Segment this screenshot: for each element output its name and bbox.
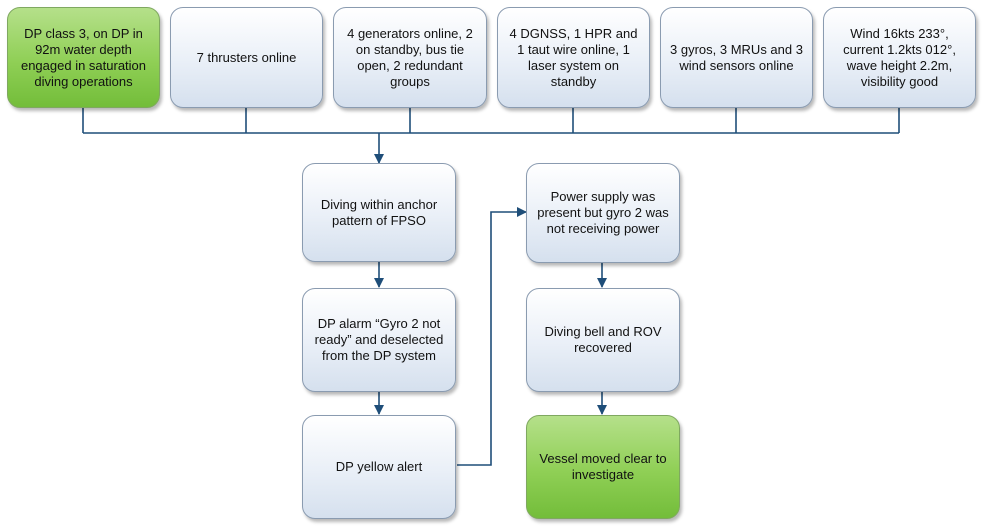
node-diving-bell: Diving bell and ROV recovered xyxy=(526,288,680,392)
node-dgnss: 4 DGNSS, 1 HPR and 1 taut wire online, 1… xyxy=(497,7,650,108)
node-alarm: DP alarm “Gyro 2 not ready” and deselect… xyxy=(302,288,456,392)
node-power-supply: Power supply was present but gyro 2 was … xyxy=(526,163,680,263)
node-alarm-label: DP alarm “Gyro 2 not ready” and deselect… xyxy=(314,316,444,363)
node-vessel-moved: Vessel moved clear to investigate xyxy=(526,415,680,519)
node-anchor: Diving within anchor pattern of FPSO xyxy=(302,163,456,262)
node-dp-class-label: DP class 3, on DP in 92m water depth eng… xyxy=(20,25,147,89)
arrow-yellow-to-power xyxy=(457,207,527,466)
node-thrusters-label: 7 thrusters online xyxy=(196,49,297,65)
node-gyros: 3 gyros, 3 MRUs and 3 wind sensors onlin… xyxy=(660,7,813,108)
node-weather-label: Wind 16kts 233°, current 1.2kts 012°, wa… xyxy=(843,25,956,89)
node-thrusters: 7 thrusters online xyxy=(170,7,323,108)
node-gyros-label: 3 gyros, 3 MRUs and 3 wind sensors onlin… xyxy=(670,41,803,73)
node-anchor-label: Diving within anchor pattern of FPSO xyxy=(320,196,438,228)
node-generators: 4 generators online, 2 on standby, bus t… xyxy=(333,7,487,108)
node-dp-class: DP class 3, on DP in 92m water depth eng… xyxy=(7,7,160,108)
node-dgnss-label: 4 DGNSS, 1 HPR and 1 taut wire online, 1… xyxy=(509,25,638,89)
node-yellow-alert: DP yellow alert xyxy=(302,415,456,519)
node-weather: Wind 16kts 233°, current 1.2kts 012°, wa… xyxy=(823,7,976,108)
node-vessel-moved-label: Vessel moved clear to investigate xyxy=(539,451,667,482)
node-power-supply-label: Power supply was present but gyro 2 was … xyxy=(537,189,669,236)
node-generators-label: 4 generators online, 2 on standby, bus t… xyxy=(347,25,473,89)
node-diving-bell-label: Diving bell and ROV recovered xyxy=(544,324,662,355)
node-yellow-alert-label: DP yellow alert xyxy=(335,459,423,474)
